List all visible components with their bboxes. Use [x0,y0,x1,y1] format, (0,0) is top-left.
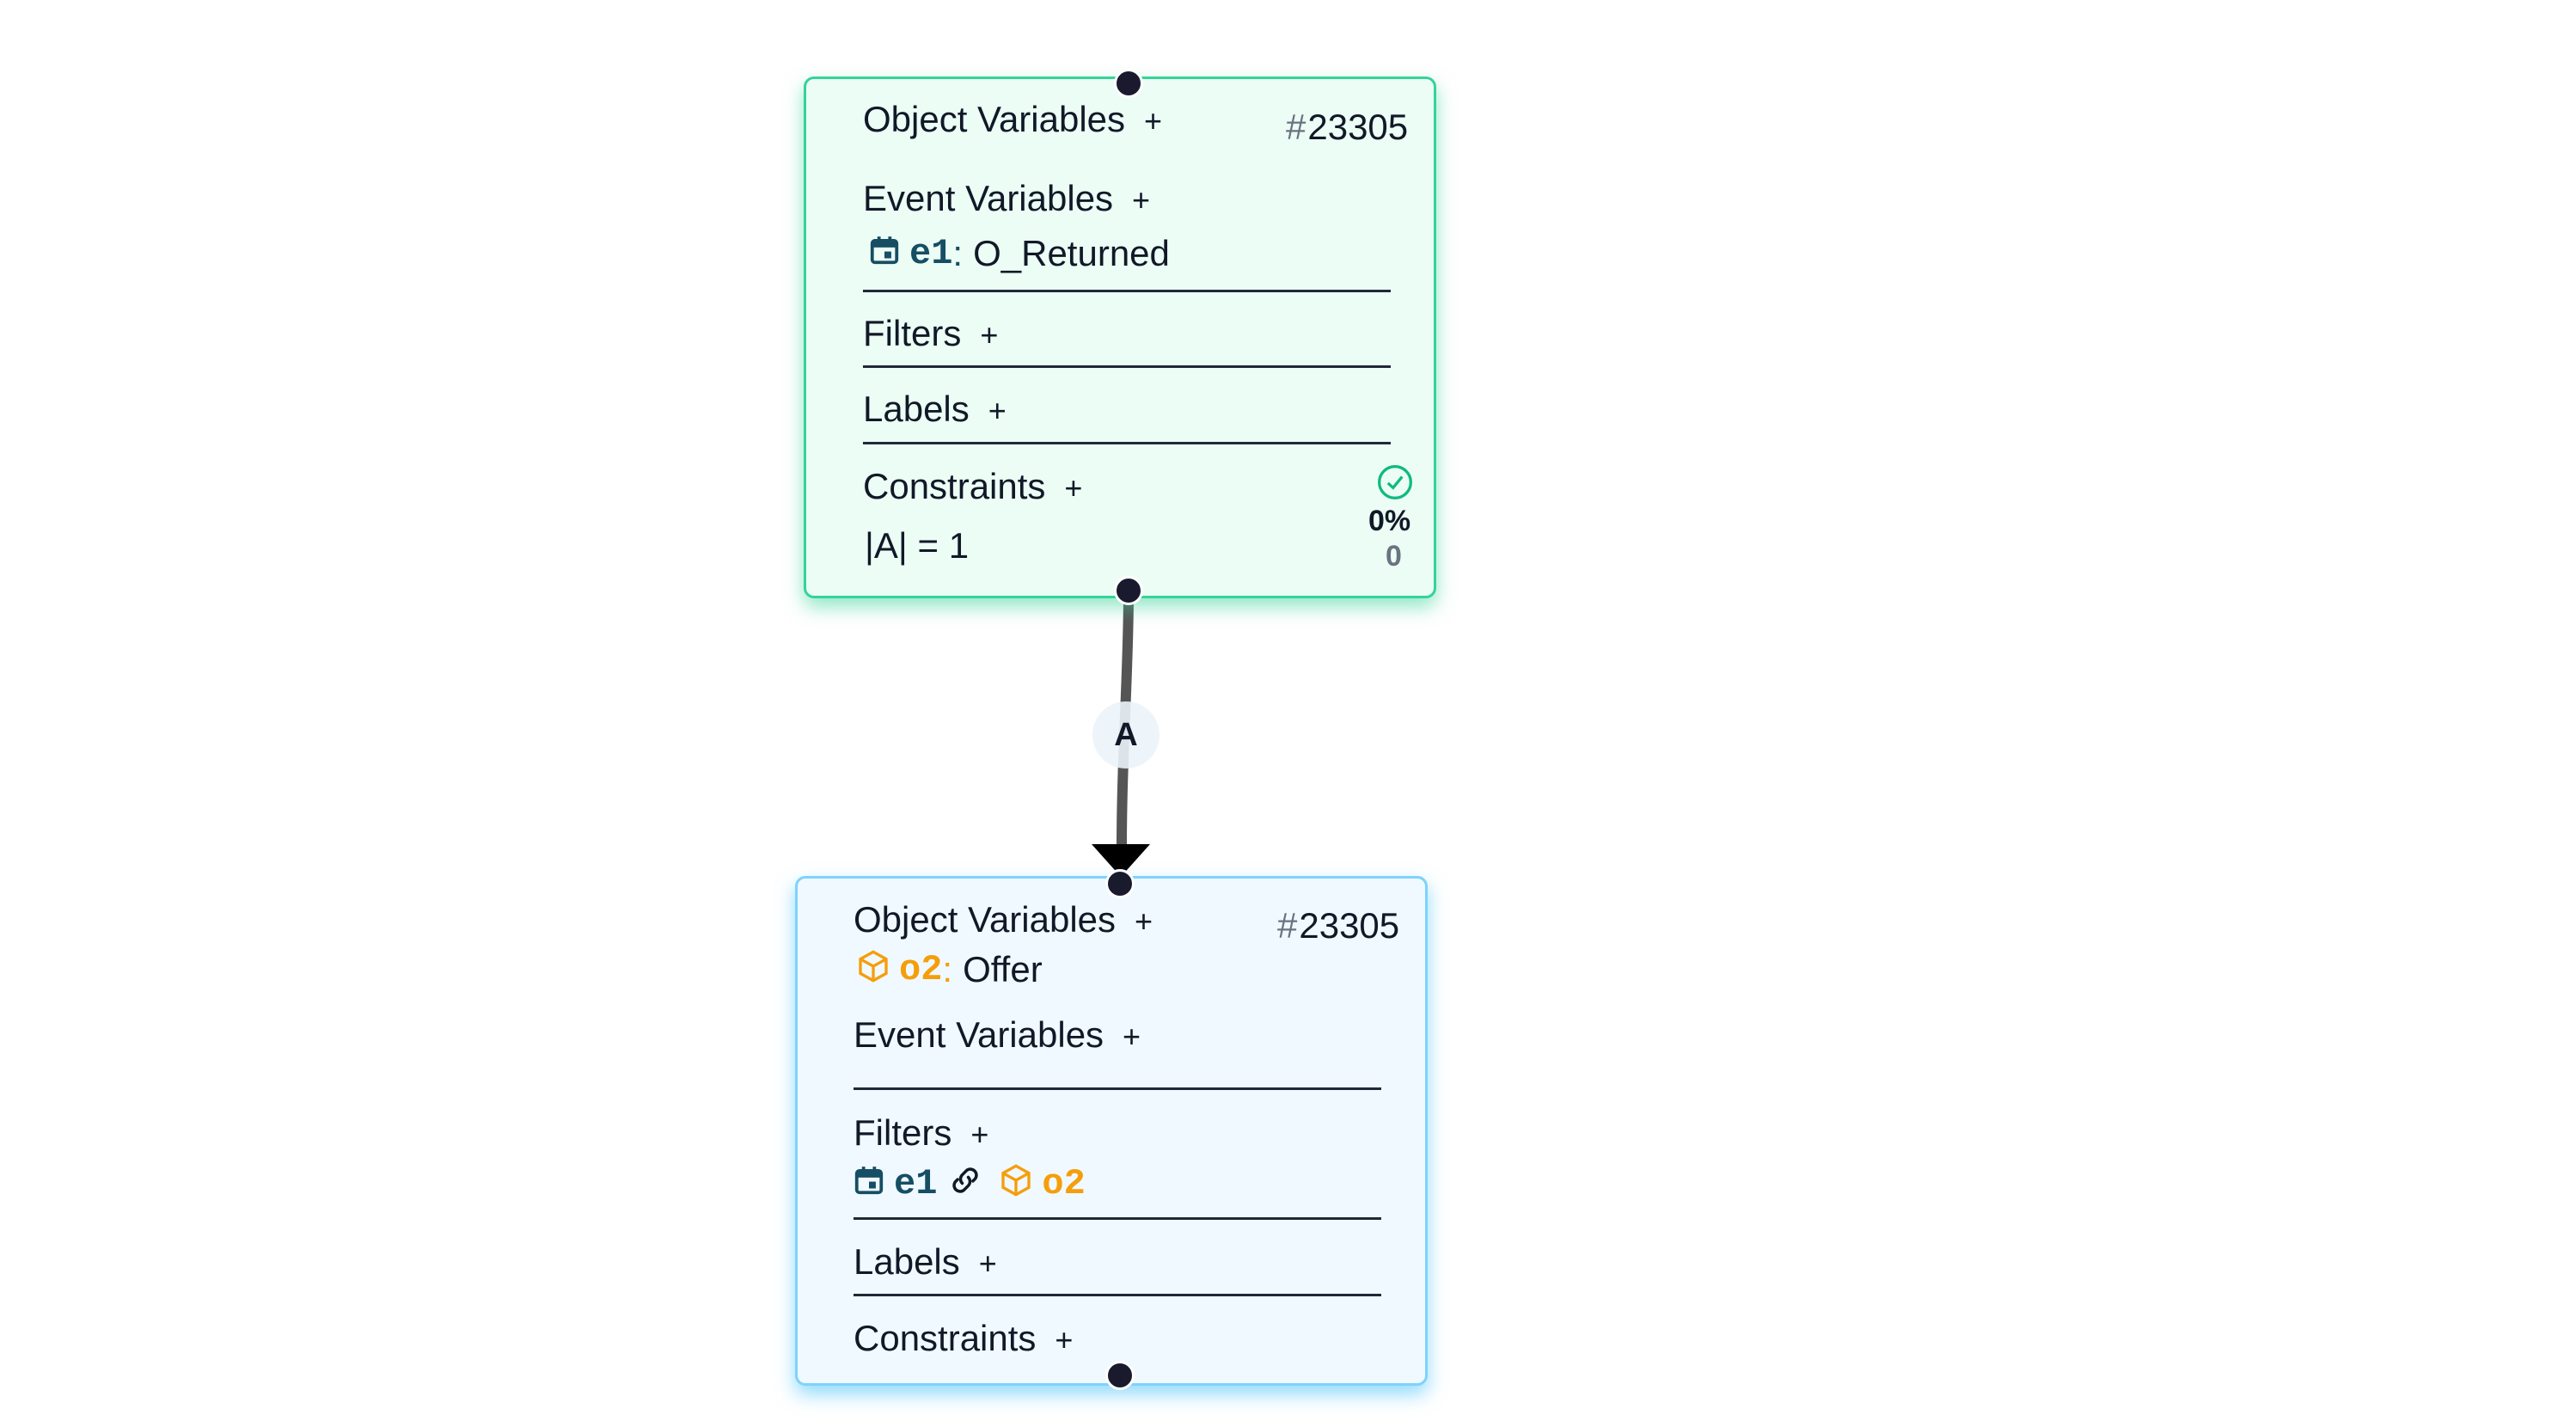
object-variable-type: Offer [963,948,1043,989]
hash-icon: # [1286,107,1306,147]
match-count: 0 [1386,540,1402,573]
constraint-item[interactable]: |A| = 1 [865,525,970,566]
add-object-variable-button[interactable]: + [1135,903,1153,939]
calendar-icon [853,1164,885,1203]
add-constraint-button[interactable]: + [1064,470,1083,505]
node-id-label: #23305 [1286,107,1409,147]
add-label-button[interactable]: + [988,393,1007,428]
labels-header: Labels+ [854,1241,997,1282]
event-variables-header: Event Variables+ [863,178,1151,218]
section-divider [863,365,1391,368]
add-filter-button[interactable]: + [980,317,999,352]
section-divider [863,290,1391,292]
section-divider [854,1217,1381,1220]
top-node-output-handle[interactable] [1114,576,1143,605]
calendar-icon [868,234,901,273]
node-id-label: #23305 [1277,905,1400,946]
event-variable-name: e1 [909,232,953,274]
cube-icon [999,1163,1033,1203]
check-circle-icon [1376,463,1414,505]
object-variable-item[interactable]: o2:Offer [856,949,1043,989]
filters-header: Filters+ [854,1112,989,1153]
constraints-header: Constraints+ [854,1318,1074,1358]
section-divider [854,1087,1381,1090]
filters-header: Filters+ [863,313,999,353]
event-variable-type: O_Returned [973,232,1170,273]
bottom-node-input-handle[interactable] [1105,869,1135,898]
object-variables-header: Object Variables+ [863,99,1163,139]
event-variable-item[interactable]: e1:O_Returned [868,234,1170,273]
add-event-variable-button[interactable]: + [1132,182,1151,217]
section-divider [863,442,1391,444]
arrowhead-icon [1092,844,1150,877]
add-filter-button[interactable]: + [970,1117,989,1152]
add-label-button[interactable]: + [978,1246,997,1281]
object-variable-name: o2 [899,948,943,990]
section-divider [854,1294,1381,1296]
constraints-header: Constraints+ [863,466,1083,506]
filter-object-name: o2 [1042,1162,1086,1204]
add-constraint-button[interactable]: + [1055,1322,1074,1357]
top-node-input-handle[interactable] [1114,69,1143,98]
cube-icon [856,949,890,989]
labels-header: Labels+ [863,389,1007,429]
object-variables-header: Object Variables+ [854,899,1153,940]
event-variables-header: Event Variables+ [854,1014,1141,1055]
filter-item[interactable]: e1 o2 [853,1162,1086,1204]
hash-icon: # [1277,905,1298,946]
add-event-variable-button[interactable]: + [1123,1019,1141,1054]
link-icon [947,1162,983,1204]
match-percentage: 0% [1368,505,1411,537]
bottom-node-output-handle[interactable] [1105,1361,1135,1390]
filter-event-name: e1 [894,1162,938,1204]
edge-label[interactable]: A [1092,701,1160,769]
add-object-variable-button[interactable]: + [1144,103,1163,138]
